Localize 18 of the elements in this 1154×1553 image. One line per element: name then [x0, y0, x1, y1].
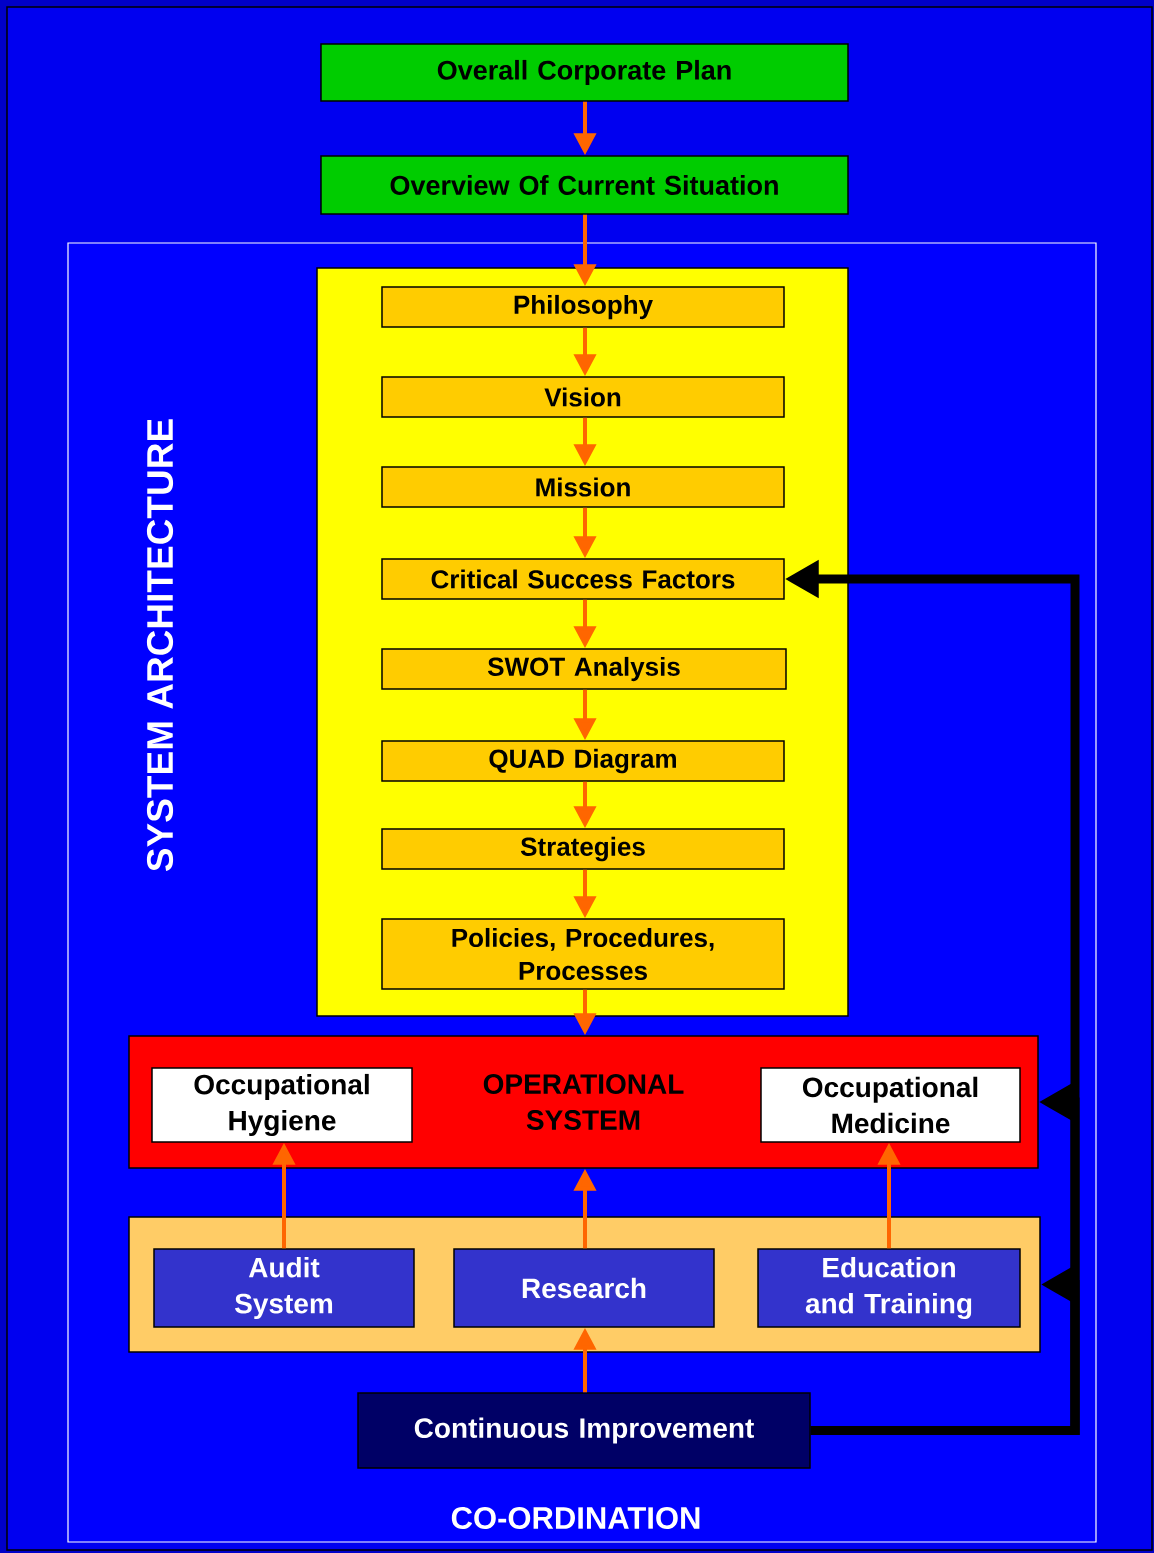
step-box: Philosophy — [381, 286, 785, 328]
plan-box: Overview Of Current Situation — [320, 155, 849, 215]
vertical-title: SYSTEM ARCHITECTURE — [146, 419, 174, 872]
improvement-box: Continuous Improvement — [357, 1392, 811, 1469]
step-box: Strategies — [381, 828, 785, 870]
step-box: Vision — [381, 376, 785, 418]
step-box: Critical Success Factors — [381, 558, 785, 600]
support-box: Audit System — [153, 1248, 415, 1328]
support-box: Education and Training — [757, 1248, 1021, 1328]
unit-box: Occupational Hygiene — [151, 1067, 413, 1143]
step-box: SWOT Analysis — [381, 648, 787, 690]
step-box: QUAD Diagram — [381, 740, 785, 782]
plan-box: Overall Corporate Plan — [320, 43, 849, 102]
unit-box: Occupational Medicine — [760, 1067, 1021, 1143]
support-box: Research — [453, 1248, 715, 1328]
footer-title: CO-ORDINATION — [451, 1507, 700, 1529]
step-box: Policies, Procedures, Processes — [381, 918, 785, 990]
step-box: Mission — [381, 466, 785, 508]
